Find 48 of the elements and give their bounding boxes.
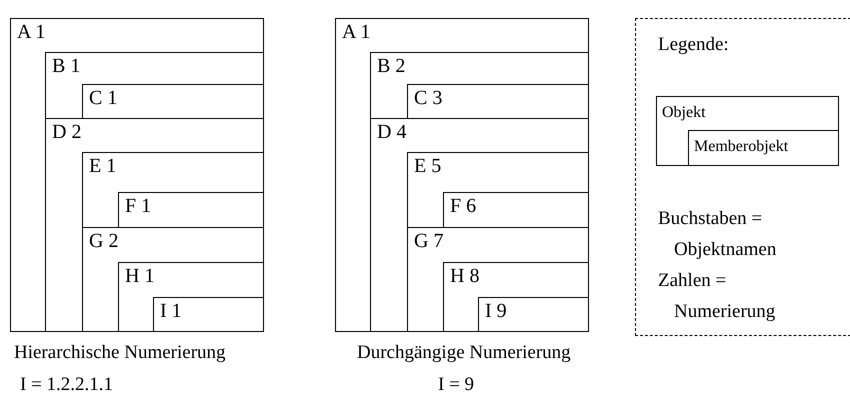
object-box xyxy=(82,84,264,119)
object-box xyxy=(443,192,589,228)
object-label: B 1 xyxy=(52,54,80,78)
object-box xyxy=(45,118,264,332)
object-box xyxy=(370,118,589,332)
object-box xyxy=(370,52,589,119)
object-label: E 1 xyxy=(89,154,116,178)
legend-note: Buchstaben = Objektnamen xyxy=(658,207,778,262)
object-box xyxy=(82,152,264,228)
object-label: E 5 xyxy=(414,154,442,178)
object-box xyxy=(407,84,589,119)
caption-text: Durchgängige Numerierung xyxy=(357,341,571,365)
object-box xyxy=(118,262,264,332)
object-label: I 1 xyxy=(160,299,182,323)
object-box xyxy=(10,18,264,332)
object-box xyxy=(478,297,589,332)
caption-text: I = 9 xyxy=(438,373,474,397)
legend-box xyxy=(635,18,850,336)
object-label: I 9 xyxy=(485,299,507,323)
object-label: Objekt xyxy=(662,103,706,123)
object-label: C 1 xyxy=(89,86,118,110)
object-box xyxy=(118,192,264,228)
legend-note: Zahlen = Numerierung xyxy=(658,269,776,324)
object-label: D 2 xyxy=(52,120,82,144)
object-box xyxy=(335,18,589,332)
object-label: D 4 xyxy=(377,120,406,144)
object-label: H 8 xyxy=(450,264,480,288)
object-box xyxy=(407,152,589,228)
object-box xyxy=(407,227,589,332)
object-label: F 1 xyxy=(125,194,152,218)
caption-text: I = 1.2.2.1.1 xyxy=(20,373,114,397)
object-label: H 1 xyxy=(125,264,154,288)
object-label: A 1 xyxy=(17,20,46,44)
object-label: F 6 xyxy=(450,194,476,218)
caption-text: Hierarchische Numerierung xyxy=(14,341,226,365)
object-label: B 2 xyxy=(377,54,406,78)
object-box xyxy=(45,52,264,119)
object-box xyxy=(153,297,264,332)
object-box xyxy=(688,130,839,166)
object-box xyxy=(656,96,839,166)
object-box xyxy=(443,262,589,332)
legend-heading: Legende: xyxy=(658,33,730,57)
object-label: C 3 xyxy=(414,86,442,110)
object-box xyxy=(82,227,264,332)
object-label: G 7 xyxy=(414,229,444,253)
object-label: G 2 xyxy=(89,229,118,253)
object-label: A 1 xyxy=(342,20,370,44)
object-label: Memberobjekt xyxy=(694,137,788,157)
